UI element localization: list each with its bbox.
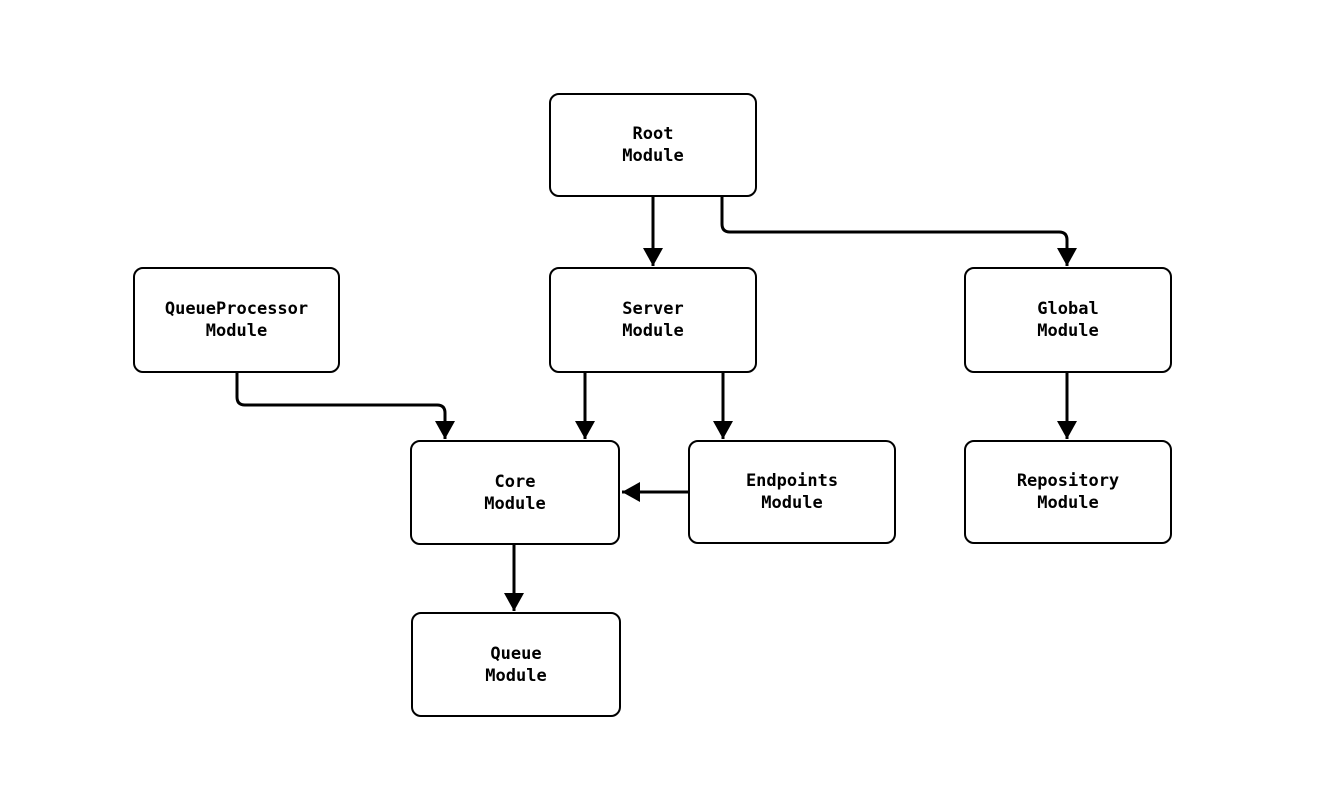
node-queueprocessor-module: QueueProcessor Module	[133, 267, 340, 373]
node-label: Global Module	[1037, 299, 1099, 341]
node-server-module: Server Module	[549, 267, 757, 373]
node-queue-module: Queue Module	[411, 612, 621, 717]
node-repository-module: Repository Module	[964, 440, 1172, 544]
node-global-module: Global Module	[964, 267, 1172, 373]
node-core-module: Core Module	[410, 440, 620, 545]
node-endpoints-module: Endpoints Module	[688, 440, 896, 544]
node-label: Server Module	[622, 299, 684, 341]
node-root-module: Root Module	[549, 93, 757, 197]
node-label: Root Module	[622, 124, 684, 166]
node-label: Repository Module	[1016, 471, 1120, 513]
node-label: QueueProcessor Module	[164, 299, 309, 341]
edges-group	[235, 197, 1077, 611]
node-label: Endpoints Module	[745, 471, 839, 513]
node-label: Core Module	[484, 471, 546, 514]
edge-root-to-global	[720, 197, 1077, 266]
edge-queueprocessor-to-core	[235, 373, 455, 439]
node-label: Queue Module	[485, 643, 547, 686]
